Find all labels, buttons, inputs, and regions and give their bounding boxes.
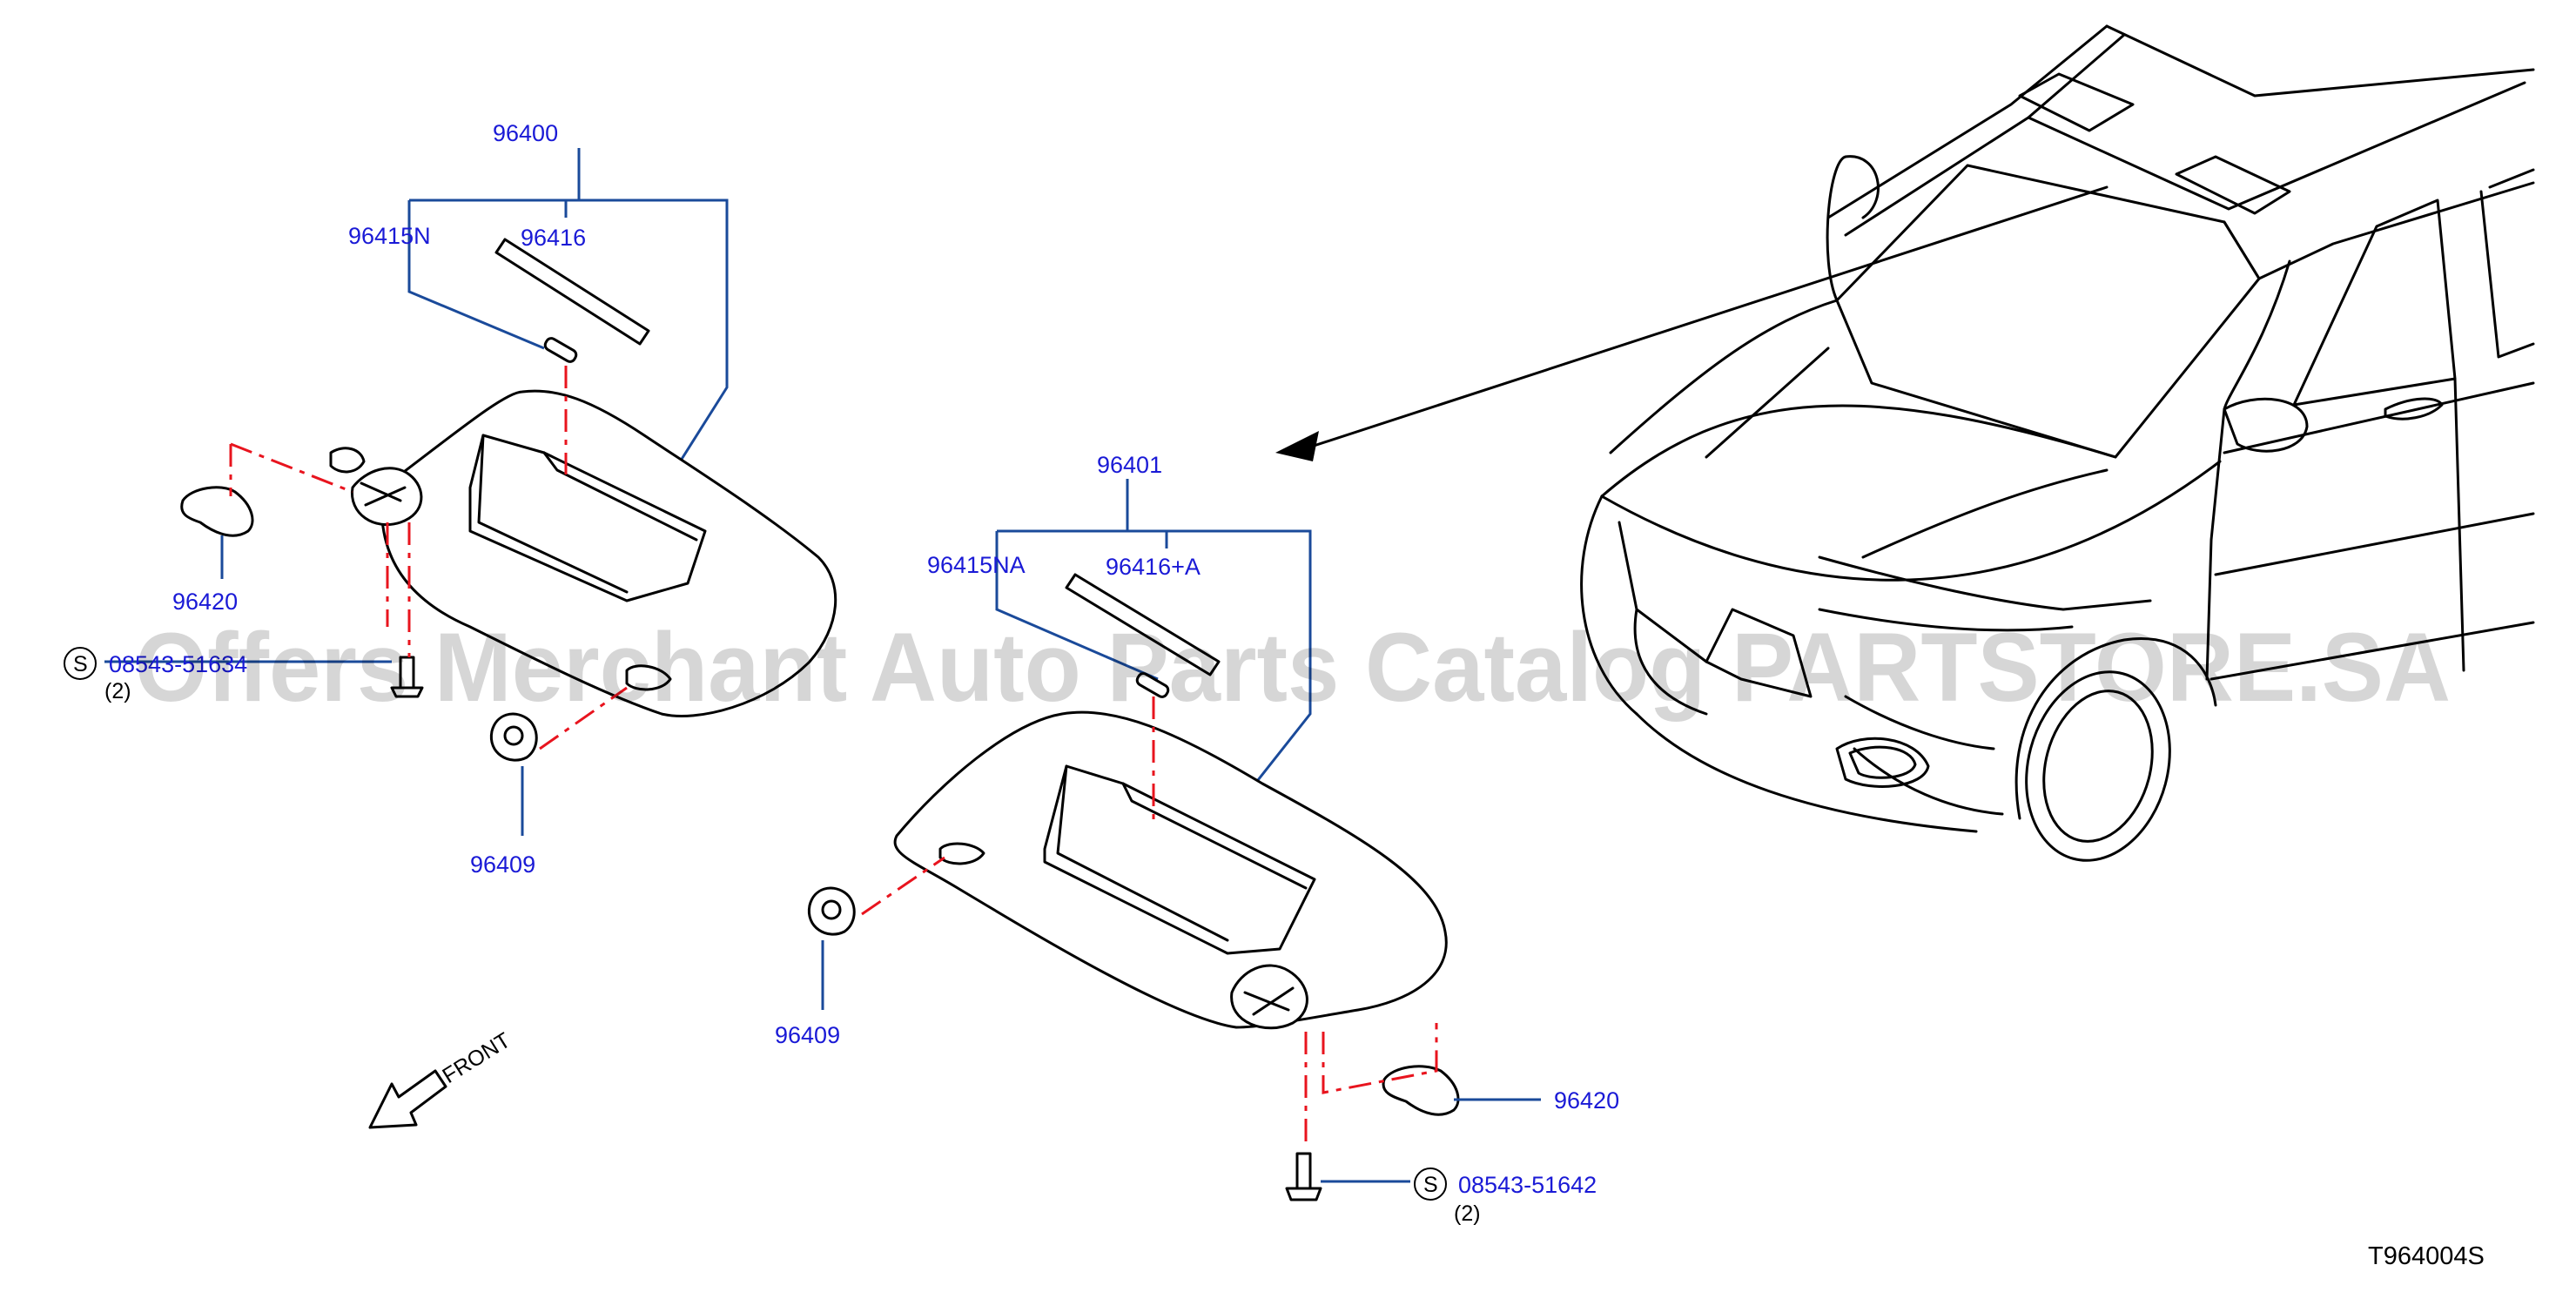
- label-left-cover: 96420: [172, 589, 238, 615]
- label-right-screw: 08543-51642: [1458, 1172, 1597, 1198]
- label-left-sticker: 96416: [521, 225, 586, 251]
- label-left-holder: 96415N: [348, 223, 431, 249]
- label-right-assembly: 96401: [1097, 452, 1162, 478]
- vehicle-illustration: [1275, 24, 2535, 862]
- label-left-clip: 96409: [470, 851, 535, 878]
- left-sun-visor-assembly: [104, 148, 837, 836]
- label-right-holder: 96415NA: [927, 552, 1026, 578]
- standard-symbol-right: S: [1423, 1173, 1438, 1197]
- front-label: FRONT: [438, 1028, 515, 1088]
- label-left-screw-qty: (2): [104, 679, 131, 703]
- standard-symbol-left: S: [73, 652, 88, 676]
- label-right-screw-qty: (2): [1454, 1201, 1481, 1226]
- watermark: Offers Merchant Auto Parts Catalog PARTS…: [135, 613, 2451, 722]
- label-right-sticker: 96416+A: [1106, 554, 1201, 580]
- label-left-screw: 08543-51634: [109, 651, 247, 677]
- label-left-assembly: 96400: [493, 120, 558, 146]
- diagram-code: T964004S: [2368, 1242, 2485, 1270]
- label-right-cover: 96420: [1554, 1087, 1619, 1114]
- front-direction-arrow: FRONT: [368, 1028, 515, 1129]
- label-right-clip: 96409: [775, 1022, 840, 1048]
- right-sun-visor-assembly: [807, 479, 1541, 1201]
